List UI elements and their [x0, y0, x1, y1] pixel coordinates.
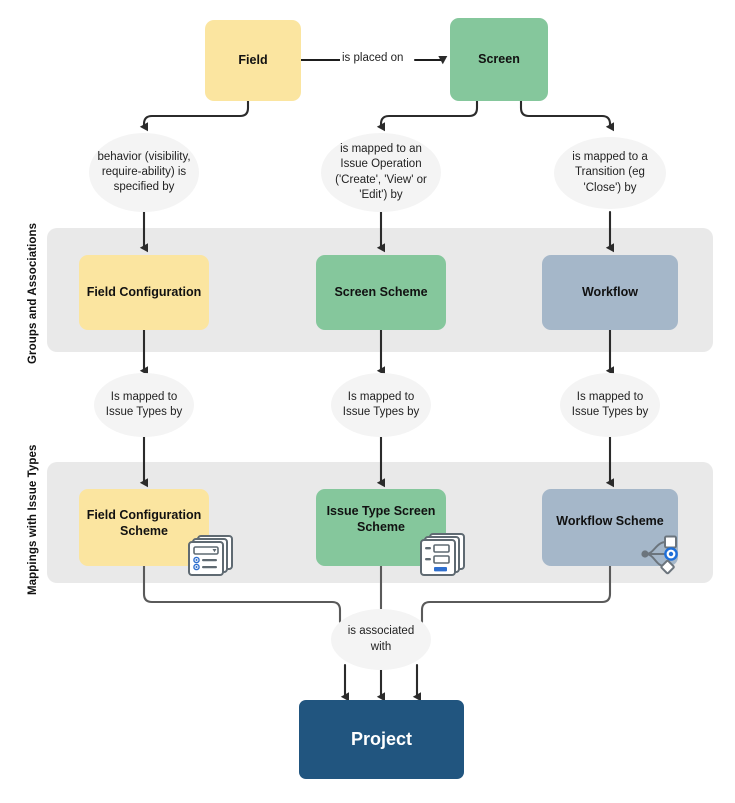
node-field-configuration[interactable]: Field Configuration	[79, 255, 209, 330]
relation-transition: is mapped to a Transition (eg 'Close') b…	[554, 137, 666, 209]
stacked-form-icon	[186, 533, 238, 578]
node-screen-scheme[interactable]: Screen Scheme	[316, 255, 446, 330]
relation-mapped-issue-types-mid: Is mapped to Issue Types by	[331, 373, 431, 437]
stacked-screen-icon	[418, 531, 470, 579]
node-screen[interactable]: Screen	[450, 18, 548, 101]
band-label-groups-and-associations: Groups and Associations	[27, 222, 39, 364]
relation-issue-operation: is mapped to an Issue Operation ('Create…	[321, 133, 441, 212]
band-label-mappings-with-issue-types: Mappings with Issue Types	[27, 444, 39, 595]
relation-behavior-specified-by: behavior (visibility, require-ability) i…	[89, 133, 199, 212]
relation-mapped-issue-types-right: Is mapped to Issue Types by	[560, 373, 660, 437]
node-issue-type-screen-scheme[interactable]: Issue Type Screen Scheme	[316, 489, 446, 566]
node-workflow-scheme[interactable]: Workflow Scheme	[542, 489, 678, 566]
node-project[interactable]: Project	[299, 700, 464, 779]
workflow-nodes-icon	[636, 533, 692, 575]
relation-associated-with: is associated with	[331, 609, 431, 670]
node-workflow[interactable]: Workflow	[542, 255, 678, 330]
node-field-configuration-scheme[interactable]: Field Configuration Scheme	[79, 489, 209, 566]
edge-label-is-placed-on: is placed on	[340, 52, 406, 64]
node-field[interactable]: Field	[205, 20, 301, 101]
relation-mapped-issue-types-left: Is mapped to Issue Types by	[94, 373, 194, 437]
